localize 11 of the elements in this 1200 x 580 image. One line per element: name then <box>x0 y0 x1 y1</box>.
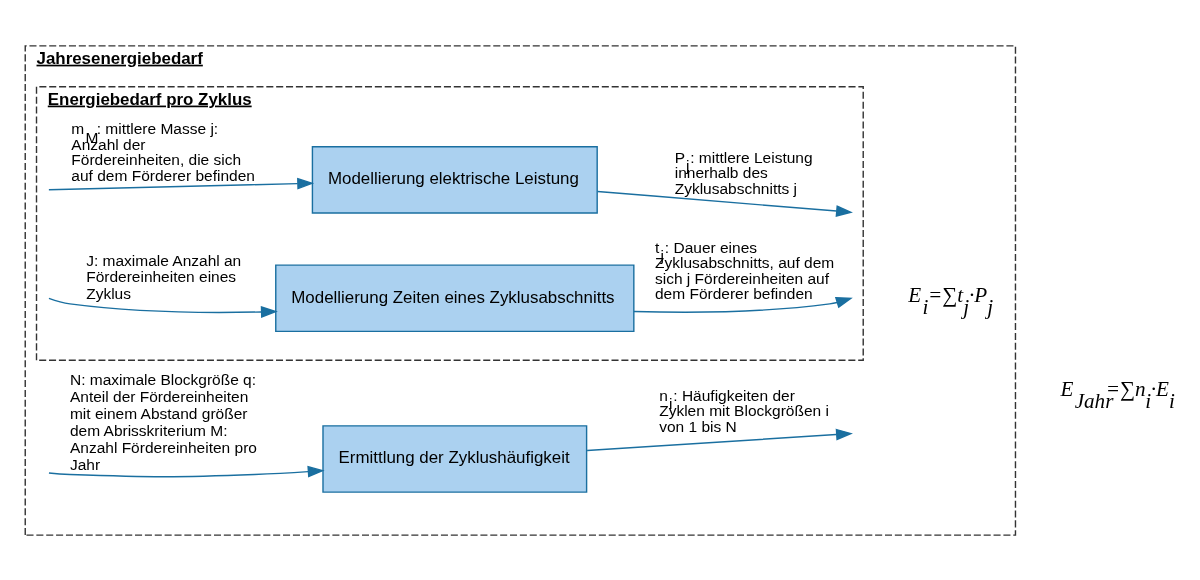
edge-label: J: maximale Anzahl an Fördereinheiten eines Zyklus <box>86 251 242 302</box>
arrow <box>633 296 853 313</box>
node-box: Modellierung elektrische Leistung <box>311 145 598 214</box>
arrow <box>596 190 853 217</box>
arrow <box>48 297 278 318</box>
arrow <box>48 465 325 478</box>
node-box: Ermittlung der Zyklushäufigkeit <box>322 424 588 493</box>
arrow <box>48 177 315 190</box>
node-box: Modellierung Zeiten eines Zyklusabschnitts <box>275 263 635 332</box>
arrow <box>586 428 853 451</box>
edge-label: N: maximale Blockgröße q: Anteil der Fördereinheiten mit einem Abstand größer dem Abrisskriterium M: Anzahl Fördereinheiten pro Jahr <box>69 370 257 473</box>
